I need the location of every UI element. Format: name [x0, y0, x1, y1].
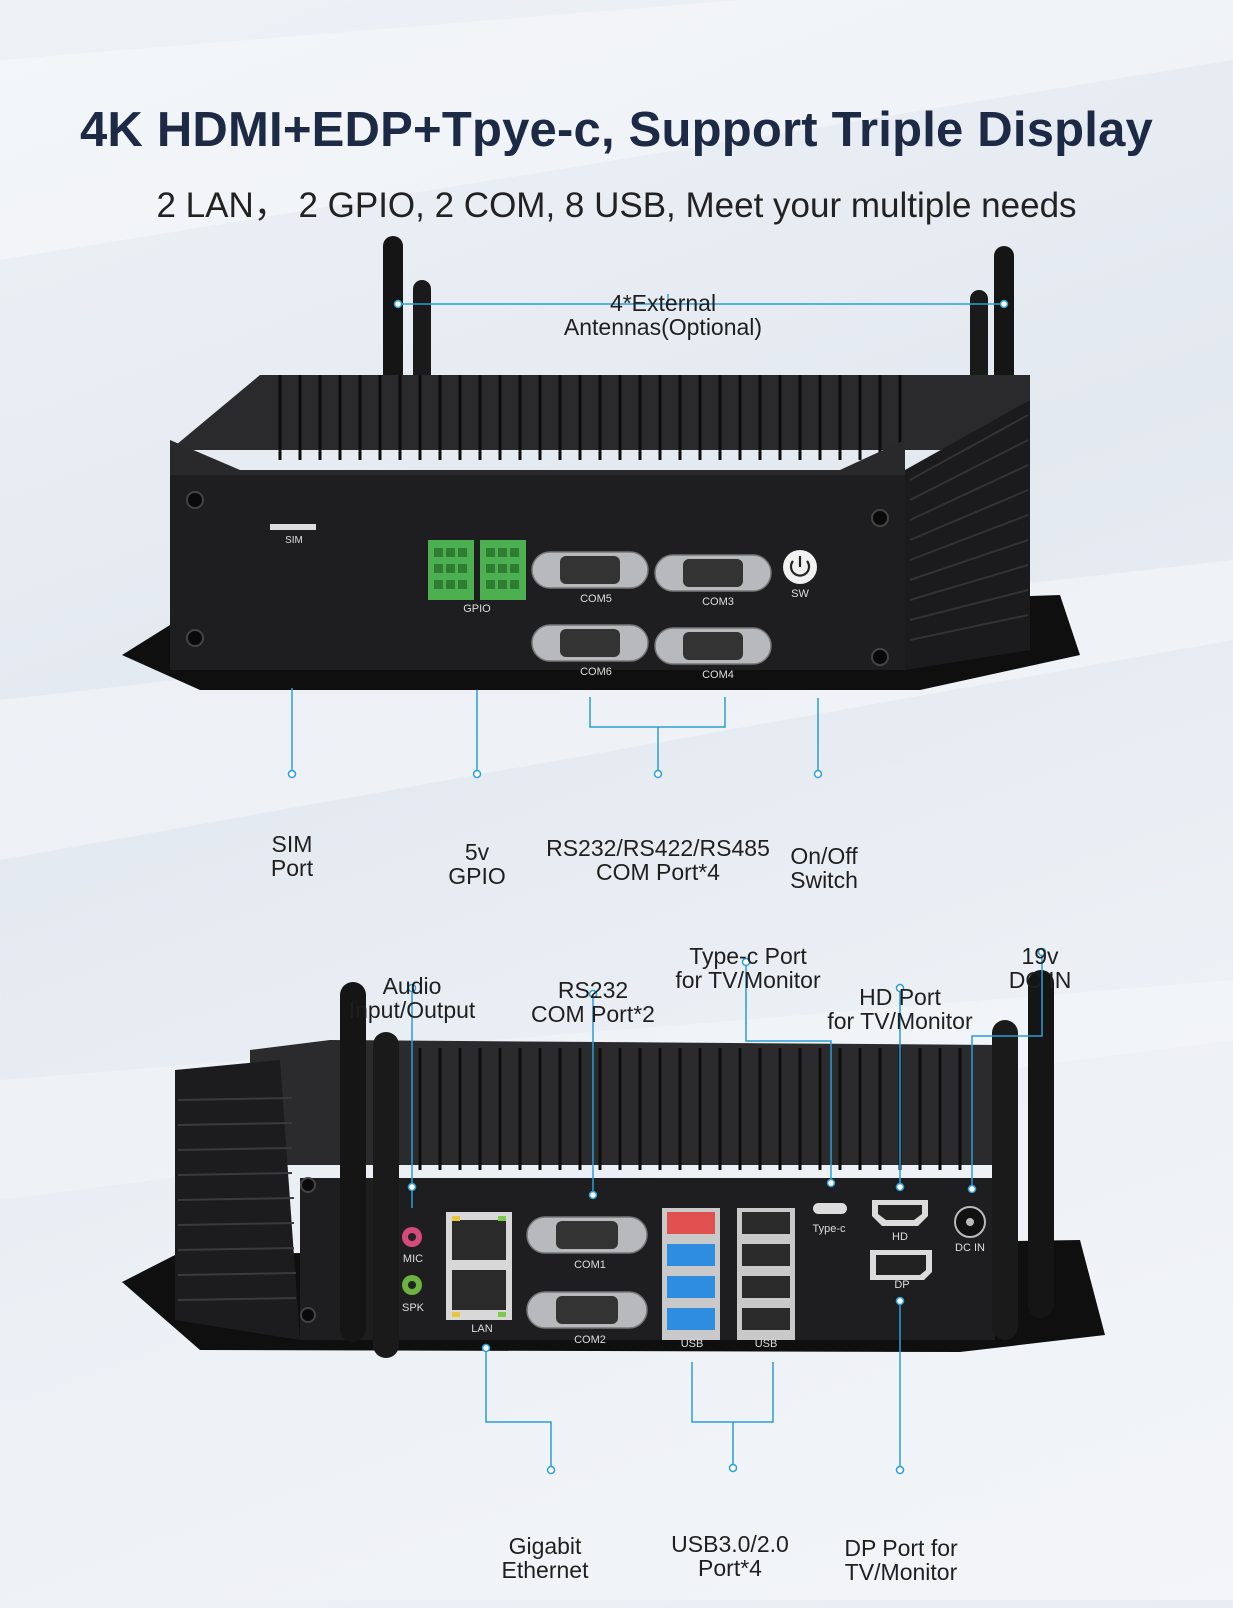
- audio-jack-icon: [402, 1227, 422, 1295]
- panel-label-com2: COM2: [574, 1334, 606, 1346]
- usb-port-icon: [662, 1208, 720, 1340]
- antenna-icon: [340, 970, 1054, 1358]
- panel-label-lan: LAN: [471, 1323, 492, 1335]
- panel-label-sw: SW: [791, 588, 809, 600]
- panel-label-hd: HD: [892, 1231, 908, 1243]
- type-c-port-icon: [813, 1203, 847, 1214]
- panel-label-com3: COM3: [702, 596, 734, 608]
- page-title: 4K HDMI+EDP+Tpye-c, Support Triple Displ…: [79, 103, 1154, 157]
- panel-label-dp: DP: [894, 1279, 909, 1291]
- lan-port-icon: [446, 1212, 512, 1320]
- callout-lines-rear: [411, 954, 1043, 1468]
- panel-label-usb-left: USB: [681, 1338, 704, 1350]
- antenna-icon: [383, 236, 1014, 400]
- panel-label-sim: SIM: [285, 535, 303, 546]
- panel-label-com5: COM5: [580, 593, 612, 605]
- usb-port-icon: [737, 1208, 795, 1340]
- power-icon: [783, 550, 817, 584]
- panel-label-dcin: DC IN: [955, 1242, 985, 1254]
- panel-label-usb-right: USB: [755, 1338, 778, 1350]
- panel-label-com4: COM4: [702, 669, 734, 681]
- sim-slot: [270, 524, 316, 530]
- panel-label-spk: SPK: [402, 1302, 425, 1314]
- panel-label-com1: COM1: [574, 1259, 606, 1271]
- panel-label-mic: MIC: [403, 1253, 423, 1265]
- dc-in-jack-icon: [954, 1206, 986, 1238]
- panel-label-gpio: GPIO: [463, 603, 491, 615]
- gpio-connector: [428, 540, 526, 600]
- panel-label-typec: Type-c: [812, 1223, 846, 1235]
- callout-lines-front: [291, 294, 1004, 772]
- panel-label-com6: COM6: [580, 666, 612, 678]
- page-subtitle: 2 LAN， 2 GPIO, 2 COM, 8 USB, Meet your m…: [156, 186, 1077, 225]
